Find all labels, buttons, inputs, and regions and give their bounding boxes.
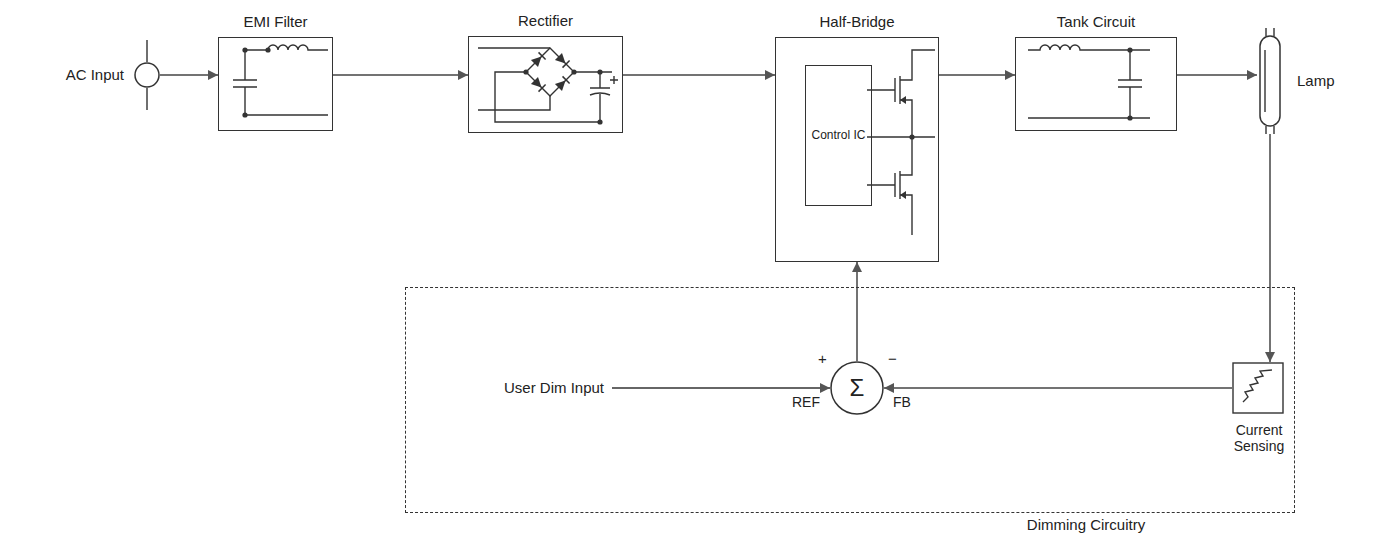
junction-dot bbox=[265, 47, 270, 52]
signal-arrow bbox=[884, 387, 1232, 389]
signal-arrow bbox=[939, 74, 1015, 76]
node-text: Control IC bbox=[811, 129, 865, 143]
mosfet-arrow bbox=[900, 191, 906, 199]
mosfet-symbol bbox=[867, 150, 912, 235]
tank-box: Tank Circuit bbox=[1015, 37, 1177, 131]
ac-source: AC Input bbox=[134, 62, 160, 88]
lamp-tube bbox=[1257, 28, 1283, 134]
lamp-tube bbox=[1260, 36, 1280, 126]
node-text: Σ bbox=[850, 374, 865, 402]
control-ic-box: Control IC bbox=[805, 65, 872, 206]
junction-dot bbox=[571, 69, 576, 74]
capacitor-symbol bbox=[1028, 50, 1150, 118]
inductor-symbol bbox=[245, 45, 328, 50]
node-text: Half-Bridge bbox=[776, 13, 938, 30]
circle-outline bbox=[134, 62, 160, 88]
junction-dot bbox=[909, 134, 914, 139]
rectifier-box: Rectifier bbox=[468, 36, 623, 133]
signal-arrow bbox=[623, 74, 775, 76]
sense-box bbox=[1233, 363, 1283, 413]
signal-arrow bbox=[1269, 134, 1271, 362]
input-label: User Dim Input bbox=[504, 379, 604, 396]
half-bridge-box: Half-BridgeControl IC bbox=[775, 37, 939, 262]
dimming-region: Dimming CircuitryΣCurrent Sensing bbox=[405, 287, 1295, 513]
mosfet-arrow bbox=[900, 96, 906, 104]
bridge-wires bbox=[867, 125, 935, 150]
node-text: Current Sensing bbox=[1224, 422, 1294, 454]
filter-box: EMI Filter bbox=[218, 37, 333, 131]
signal-arrow bbox=[1177, 74, 1257, 76]
node-text: Tank Circuit bbox=[1016, 13, 1176, 30]
junction-dot bbox=[1127, 115, 1132, 120]
junction-dot bbox=[242, 47, 247, 52]
bridge-diamond bbox=[526, 48, 574, 96]
signal-arrow bbox=[856, 262, 858, 361]
lamp-symbol: Lamp bbox=[1257, 28, 1283, 134]
dim-input-wire bbox=[612, 387, 830, 388]
node-text: Dimming Circuitry bbox=[1027, 516, 1145, 533]
diode-symbol bbox=[531, 77, 546, 92]
node-text: AC Input bbox=[66, 66, 124, 83]
diode-symbol bbox=[555, 53, 570, 68]
signal-name: REF bbox=[792, 394, 820, 410]
summing-junction: Σ bbox=[830, 361, 884, 415]
junction-dot bbox=[1127, 47, 1132, 52]
polarity-sign: − bbox=[888, 350, 897, 367]
rectifier-wires bbox=[478, 48, 612, 122]
signal-arrow bbox=[333, 74, 468, 76]
signal-name: FB bbox=[893, 394, 911, 410]
junction-dot bbox=[597, 69, 602, 74]
junction-dot bbox=[242, 112, 247, 117]
circle-outline bbox=[831, 362, 883, 414]
capacitor-symbol bbox=[590, 72, 618, 122]
node-text: EMI Filter bbox=[219, 13, 332, 30]
mosfet-symbol bbox=[867, 50, 935, 125]
capacitor-symbol bbox=[233, 50, 328, 115]
junction-dot bbox=[597, 119, 602, 124]
circle-outline bbox=[135, 63, 159, 87]
diode-symbol bbox=[531, 52, 546, 67]
junction-dot bbox=[523, 69, 528, 74]
node-text: Lamp bbox=[1297, 72, 1335, 89]
current-sense-box: Current Sensing bbox=[1232, 362, 1286, 416]
polarity-sign: + bbox=[818, 350, 827, 367]
resistor-symbol bbox=[1243, 370, 1272, 402]
node-text: Rectifier bbox=[469, 12, 622, 29]
diode-symbol bbox=[555, 76, 570, 91]
signal-arrow bbox=[160, 74, 218, 76]
lamp-tube bbox=[1265, 28, 1274, 134]
